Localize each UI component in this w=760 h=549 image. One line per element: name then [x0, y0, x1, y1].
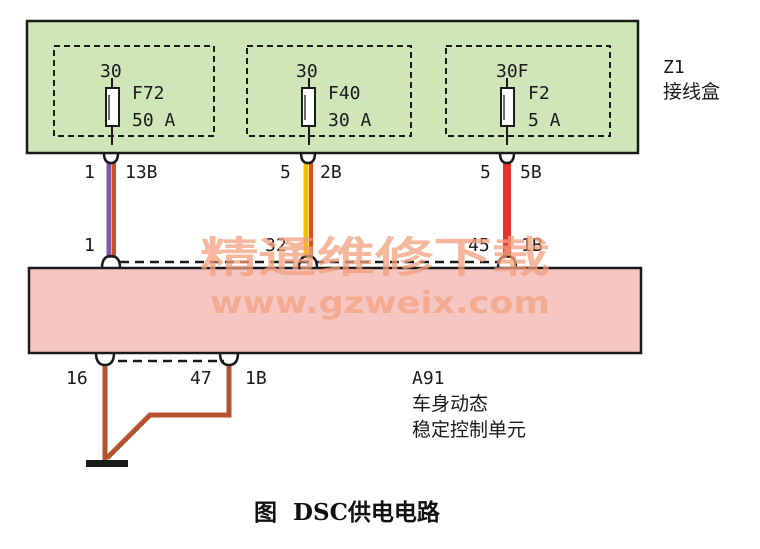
fuse-terminal: 30F: [496, 61, 529, 82]
wire-top-connector: 5B: [520, 162, 542, 183]
fuse-icon: [500, 87, 515, 127]
wire-top-pin: 5: [280, 162, 291, 183]
fuse-group-3: 30F F2 5 A: [445, 45, 611, 145]
wire-top-pin: 5: [480, 162, 491, 183]
connector-hook: [299, 152, 317, 165]
junction-box-code: Z1: [663, 57, 685, 78]
connector-hook: [297, 254, 319, 269]
connector-hook: [498, 152, 516, 165]
control-unit-code: A91: [412, 368, 445, 389]
fuse-group-1: 30 F72 50 A: [53, 45, 215, 145]
fuse-frame: [246, 45, 412, 137]
ground-wire: [105, 366, 232, 460]
connector-hook: [100, 254, 122, 269]
wire-2: [303, 163, 313, 258]
control-unit-name-line1: 车身动态: [412, 393, 488, 415]
ground-pin: 16: [66, 368, 88, 389]
wire-top-connector: 13B: [125, 162, 158, 183]
fuse-rating: 50 A: [132, 110, 176, 131]
connector-hook: [218, 352, 240, 367]
watermark-url: www.gzweix.com: [210, 286, 550, 321]
control-unit-a91: [27, 266, 643, 355]
connector-hook: [102, 152, 120, 165]
fuse-icon: [301, 87, 316, 127]
fuse-group-2: 30 F40 30 A: [246, 45, 412, 145]
connector-hook: [94, 352, 116, 367]
fuse-rating: 30 A: [328, 110, 372, 131]
ground-icon: [86, 460, 128, 467]
wire-bottom-connector: 1B: [521, 235, 543, 256]
fuse-id: F40: [328, 83, 361, 104]
wire-bottom-pin: 32: [265, 235, 287, 256]
fuse-terminal: 30: [100, 61, 122, 82]
connector-hook: [496, 254, 518, 269]
watermark-text: 精通维修下载: [200, 233, 550, 282]
fuse-rating: 5 A: [528, 110, 561, 131]
junction-box-name: 接线盒: [663, 81, 720, 103]
wire-bottom-pin: 45: [468, 235, 490, 256]
control-unit-name-line2: 稳定控制单元: [412, 419, 526, 441]
fuse-id: F72: [132, 83, 165, 104]
wire-top-pin: 1: [84, 162, 95, 183]
fuse-frame: [53, 45, 215, 137]
ground-pin: 47: [190, 368, 212, 389]
wire-bottom-pin: 1: [84, 235, 95, 256]
junction-box-z1: [25, 19, 640, 155]
wire-1: [106, 163, 116, 258]
wire-top-connector: 2B: [320, 162, 342, 183]
fuse-terminal: 30: [296, 61, 318, 82]
fuse-icon: [105, 87, 120, 127]
fuse-frame: [445, 45, 611, 137]
fuse-id: F2: [528, 83, 550, 104]
figure-caption: 图 DSC供电电路: [254, 499, 441, 526]
ground-connector: 1B: [245, 368, 267, 389]
